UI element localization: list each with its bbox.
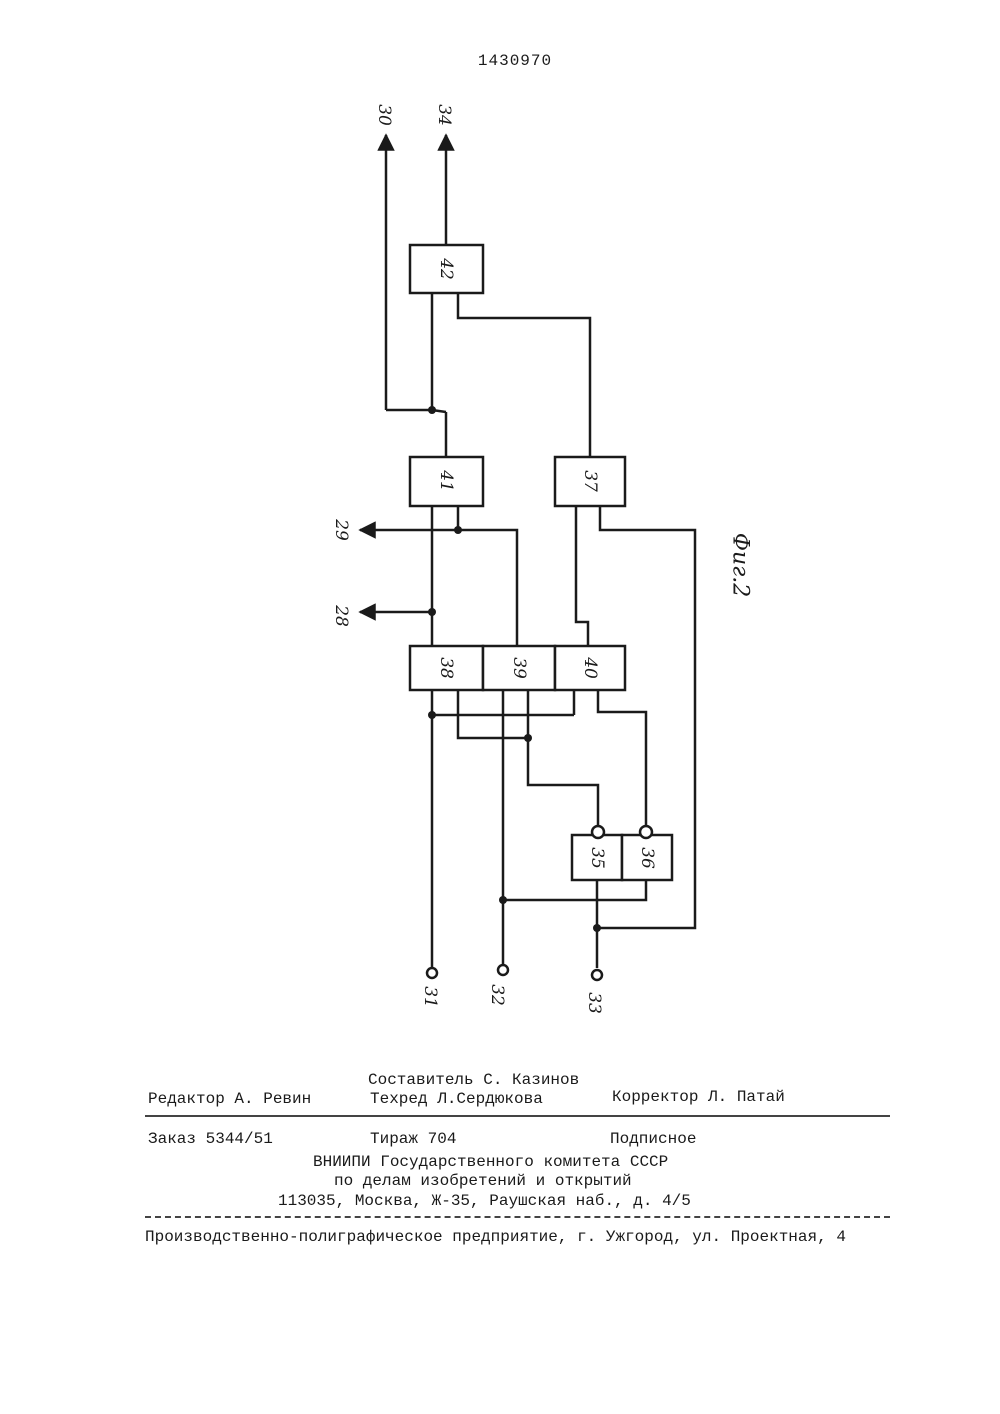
inverter-circle-36 <box>640 826 652 838</box>
imprint-corrector: Корректор Л. Патай <box>612 1088 785 1106</box>
label-block-40: 40 <box>580 656 600 679</box>
junction-dot <box>428 608 436 616</box>
label-terminal-32: 32 <box>487 984 507 1006</box>
imprint-address: 113035, Москва, Ж-35, Раушская наб., д. … <box>278 1192 691 1210</box>
imprint-order: Заказ 5344/51 <box>148 1130 273 1148</box>
input-terminal-31 <box>427 968 437 978</box>
imprint-printer: Производственно-полиграфическое предприя… <box>145 1228 846 1246</box>
wire-41-to-30 <box>386 410 446 412</box>
imprint-org-line1: ВНИИПИ Государственного комитета СССР <box>313 1153 668 1171</box>
imprint-editor: Редактор А. Ревин <box>148 1090 311 1108</box>
label-terminal-30: 30 <box>374 104 394 126</box>
label-block-35: 35 <box>587 847 607 869</box>
wire-to-35 <box>528 738 598 832</box>
junction-dot <box>524 734 532 742</box>
label-block-41: 41 <box>436 469 456 492</box>
wire-40-to-36 <box>598 690 646 832</box>
label-block-37: 37 <box>580 470 600 492</box>
label-block-38: 38 <box>436 657 456 679</box>
label-terminal-31: 31 <box>420 986 440 1008</box>
label-terminal-34: 34 <box>434 104 454 126</box>
wire-32-to-36 <box>503 880 646 900</box>
label-block-39: 39 <box>509 657 529 679</box>
imprint-subscription: Подписное <box>610 1130 696 1148</box>
imprint-org-line2: по делам изобретений и открытий <box>334 1172 632 1190</box>
circuit-diagram: 42 41 37 38 39 40 35 36 30 34 29 28 31 3… <box>0 0 1000 1060</box>
divider <box>145 1216 890 1218</box>
imprint-compiler: Составитель С. Казинов <box>368 1071 579 1089</box>
wire-37-to-42 <box>458 293 590 457</box>
junction-dot <box>454 526 462 534</box>
imprint-techred: Техред Л.Сердюкова <box>370 1090 543 1108</box>
junction-dot <box>428 711 436 719</box>
junction-dot <box>593 924 601 932</box>
inverter-circle-35 <box>592 826 604 838</box>
label-terminal-28: 28 <box>331 604 351 627</box>
imprint-circulation: Тираж 704 <box>370 1130 456 1148</box>
figure-caption: Фиг.2 <box>728 533 753 598</box>
wire-output-29 <box>360 530 517 646</box>
input-terminal-33 <box>592 970 602 980</box>
input-terminal-32 <box>498 965 508 975</box>
label-block-42: 42 <box>436 257 456 280</box>
junction-dot <box>499 896 507 904</box>
label-terminal-33: 33 <box>584 992 604 1014</box>
wire-37-to-40 <box>576 506 588 646</box>
label-block-36: 36 <box>637 847 657 869</box>
divider <box>145 1115 890 1117</box>
label-terminal-29: 29 <box>331 518 351 541</box>
junction-dot <box>428 406 436 414</box>
